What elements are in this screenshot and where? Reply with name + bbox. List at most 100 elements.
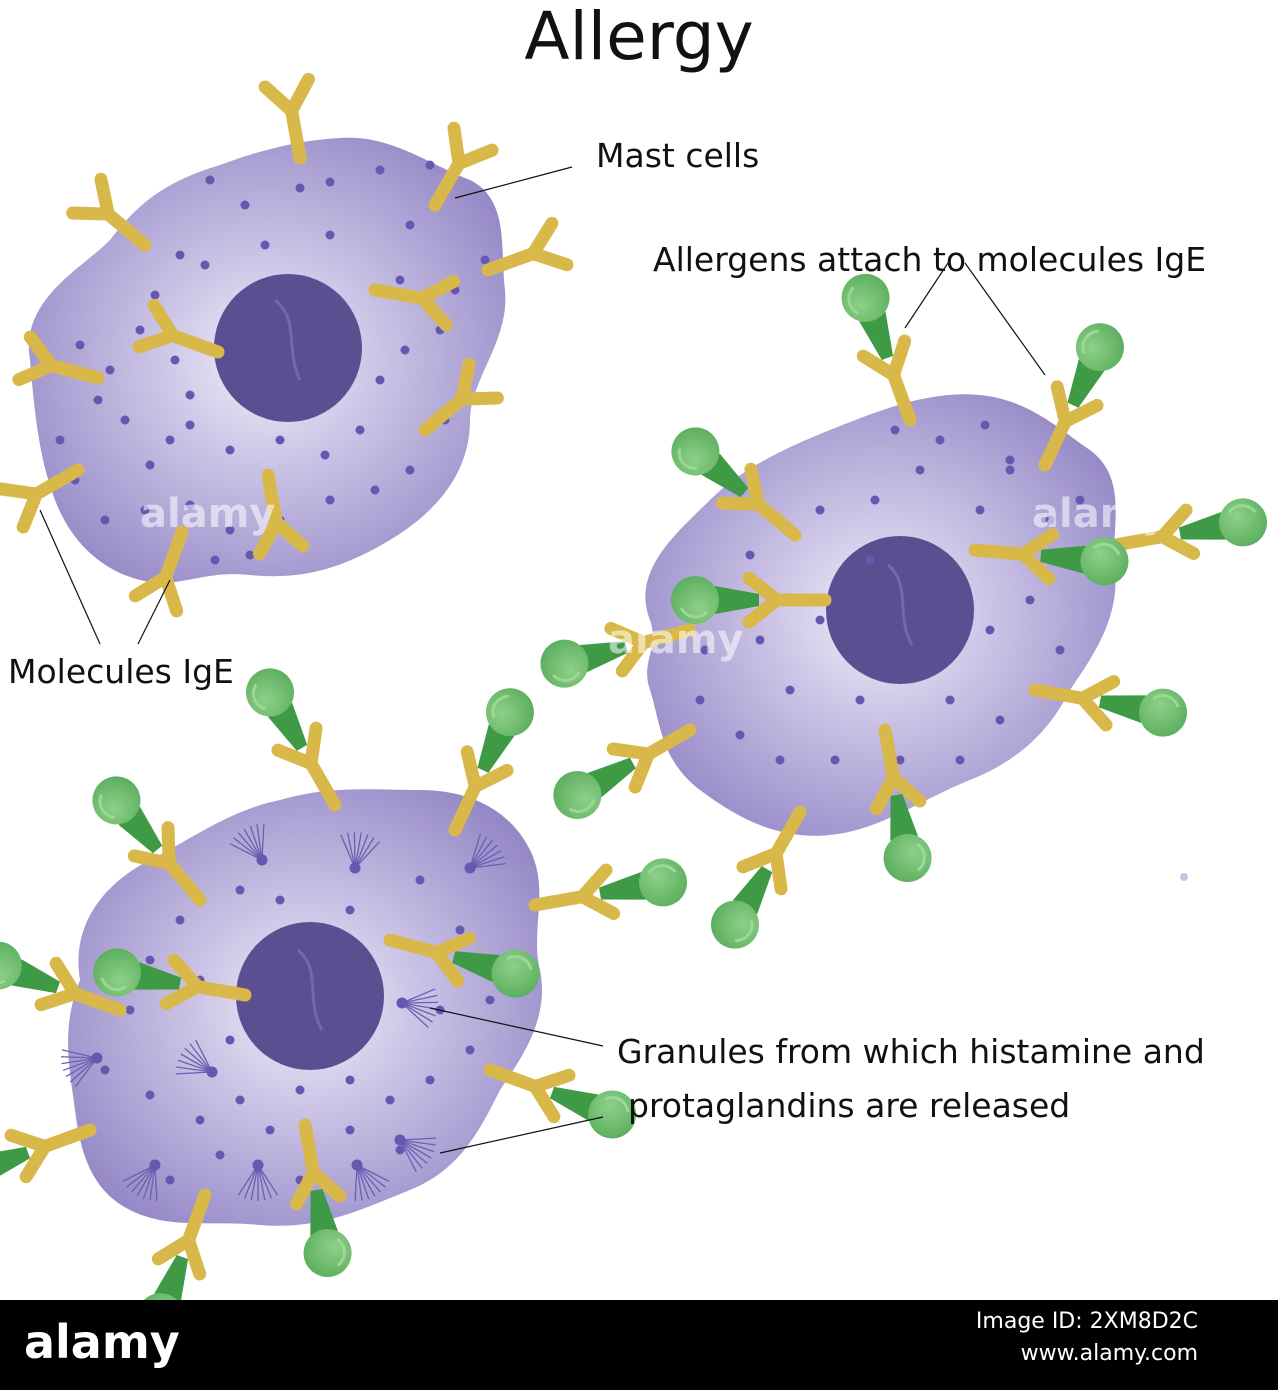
label-molecules-ige: Molecules IgE [8,652,234,691]
granule [1045,515,1055,525]
granule-burst [229,824,268,866]
granule [405,220,415,230]
mast-cell-1 [0,72,574,618]
granule [355,425,365,435]
allergen [246,668,308,751]
granule [215,1150,225,1160]
allergen [477,688,534,773]
antibody-with-allergen [671,571,832,629]
granule [185,390,195,400]
granule-burst [340,831,381,874]
granule [170,355,180,365]
granule [225,525,235,535]
allergen [598,858,688,907]
allergen [303,1188,352,1278]
allergen [841,273,894,361]
allergen [553,757,636,819]
granule [225,1035,235,1045]
footer-bar: alamy Image ID: 2XM8D2C www.alamy.com [0,1300,1278,1390]
granule-burst [237,1159,279,1201]
granule [945,695,955,705]
allergen [452,949,540,998]
antibody [481,216,574,277]
granule [320,450,330,460]
granule [100,515,110,525]
granule [165,1175,175,1185]
granule [55,435,65,445]
antibody-with-allergen [136,1188,212,1300]
allergen [1098,688,1188,737]
allergen [0,1146,31,1181]
nucleus [826,536,974,684]
granules-cell3 [100,875,495,1185]
granule [980,420,990,430]
granule [455,925,465,935]
antibody-with-allergen [841,273,917,427]
granule [205,175,215,185]
leader-granules-a [429,1007,604,1047]
leader-lines [39,166,1046,1154]
label-allergens: Allergens attach to molecules IgE [653,240,1207,279]
antibody-with-allergen [870,723,932,883]
granule [240,200,250,210]
label-granules-line2: protaglandins are released [628,1086,1071,1125]
granule [185,500,195,510]
granule [295,183,305,193]
granule [890,425,900,435]
granule [245,550,255,560]
granule [93,395,103,405]
allergen [671,576,759,624]
allergen [711,866,773,949]
granule [260,240,270,250]
granule [895,755,905,765]
granule [145,1090,155,1100]
granule-burst [122,1159,161,1201]
granule [405,465,415,475]
allergen [1040,537,1129,586]
allergen [136,1254,189,1300]
antibody-with-allergen [671,427,802,542]
granule [325,230,335,240]
footer-url: www.alamy.com [1020,1341,1198,1366]
antibody [66,172,152,252]
antibodies-cell1 [0,72,574,618]
antibody [0,463,85,534]
watermark-2: alamy [1032,491,1168,537]
diagram-title: Allergy [524,0,754,75]
granule [120,415,130,425]
granule [345,905,355,915]
allergy-diagram [0,72,1268,1300]
label-mast-cells: Mast cells [596,136,760,175]
granule [815,505,825,515]
antibody [12,330,105,387]
antibody-with-allergen [290,1118,352,1278]
granule [210,555,220,565]
nucleus-highlight [296,948,324,1031]
label-granules-line1: Granules from which histamine and [617,1032,1205,1071]
granule [745,550,755,560]
allergen [92,776,163,854]
granule [235,885,245,895]
granule [195,1115,205,1125]
granule [165,435,175,445]
granule [145,460,155,470]
allergen [549,1086,637,1139]
granule [855,695,865,705]
allergen [1178,498,1268,547]
mast-cell-3 [0,668,688,1300]
antibody-with-allergen [92,776,207,907]
granule [150,290,160,300]
granule [295,1085,305,1095]
granule [935,435,945,445]
granule [1025,595,1035,605]
granule [75,340,85,350]
granule [870,495,880,505]
antibody [368,275,461,332]
granule-burst [351,1159,390,1201]
allergen [671,427,749,498]
granule [815,615,825,625]
granule [275,435,285,445]
antibody-with-allergen [483,1063,637,1139]
antibody [258,72,315,165]
antibody [428,121,499,212]
